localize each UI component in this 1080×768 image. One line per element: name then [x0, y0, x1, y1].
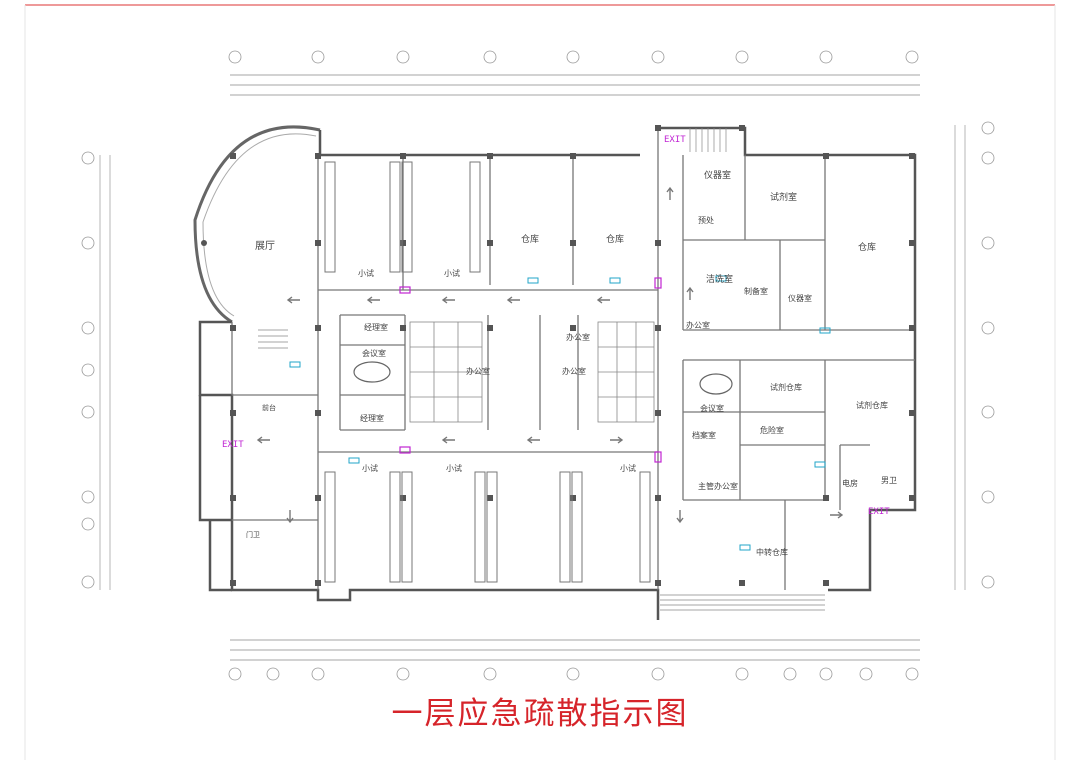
stairs-left: [258, 329, 288, 349]
top-dimension-lines: [230, 74, 920, 661]
room-label-hazard: 危险室: [760, 426, 784, 435]
sign-markers: [289, 275, 831, 551]
exhibition-hall-curved-wall: [193, 125, 321, 324]
room-label-reagent: 试剂室: [770, 193, 798, 203]
workstation-grid-right: [597, 321, 655, 423]
room-label-lobby: 前台: [262, 404, 276, 412]
room-label-office-a: 办公室: [466, 367, 490, 376]
exit-label-right: EXIT: [868, 507, 890, 517]
room-label-restroom: 男卫: [881, 476, 897, 485]
axis-bubbles-side: [81, 121, 995, 589]
room-label-lab-e: 小试: [620, 464, 636, 473]
room-label-reagent-store: 试剂仓库: [770, 383, 802, 392]
exit-label-left: EXIT: [222, 440, 244, 450]
room-label-warehouse-b: 仓库: [606, 235, 625, 245]
stairs-bottom: [660, 594, 825, 611]
room-label-office-c: 办公室: [562, 367, 586, 376]
exit-door-markers: [399, 277, 662, 463]
lab-benches-top: [324, 161, 481, 273]
room-label-central-store: 中转仓库: [756, 548, 788, 557]
room-label-warehouse-a: 仓库: [521, 235, 540, 245]
room-label-manager-b: 经理室: [360, 414, 384, 423]
room-label-office-b: 办公室: [566, 333, 590, 342]
room-label-meeting-left: 会议室: [362, 349, 386, 358]
room-label-office-right: 办公室: [686, 321, 710, 330]
interior-walls: [231, 128, 915, 590]
lab-benches-bottom: [324, 471, 651, 583]
meeting-table-right: [699, 373, 733, 395]
room-label-supervisor: 主管办公室: [698, 482, 738, 491]
room-label-archive: 档案室: [692, 431, 716, 440]
plan-title: 一层应急疏散指示图: [391, 696, 689, 732]
room-label-pretreat: 预处: [698, 216, 714, 225]
workstation-grid-left: [409, 321, 483, 423]
meeting-table-left: [353, 361, 391, 383]
room-label-lab-a: 小试: [358, 269, 374, 278]
room-label-reagent-store2: 试剂仓库: [856, 401, 888, 410]
room-label-instrument2: 仪器室: [788, 294, 812, 303]
room-label-lab-d: 小试: [446, 464, 462, 473]
room-label-lab-c: 小试: [362, 464, 378, 473]
axis-bubbles-top: [228, 50, 919, 681]
room-label-hall: 展厅: [255, 241, 275, 252]
evacuation-arrows: [256, 186, 844, 524]
exit-label-top: EXIT: [664, 135, 686, 145]
room-label-electric: 电房: [842, 479, 858, 488]
room-label-warehouse-c: 仓库: [858, 243, 877, 253]
outer-walls: [198, 126, 917, 620]
stairs-top: [689, 128, 727, 152]
room-label-prep: 制备室: [744, 287, 768, 296]
room-label-security: 门卫: [246, 531, 260, 539]
room-label-instrument: 仪器室: [704, 171, 732, 181]
room-label-manager-a: 经理室: [364, 323, 388, 332]
structural-columns: [201, 125, 915, 586]
room-label-meeting-right: 会议室: [700, 404, 724, 413]
room-label-lab-b: 小试: [444, 269, 460, 278]
room-label-cleaning: 洁洗室: [706, 275, 734, 285]
